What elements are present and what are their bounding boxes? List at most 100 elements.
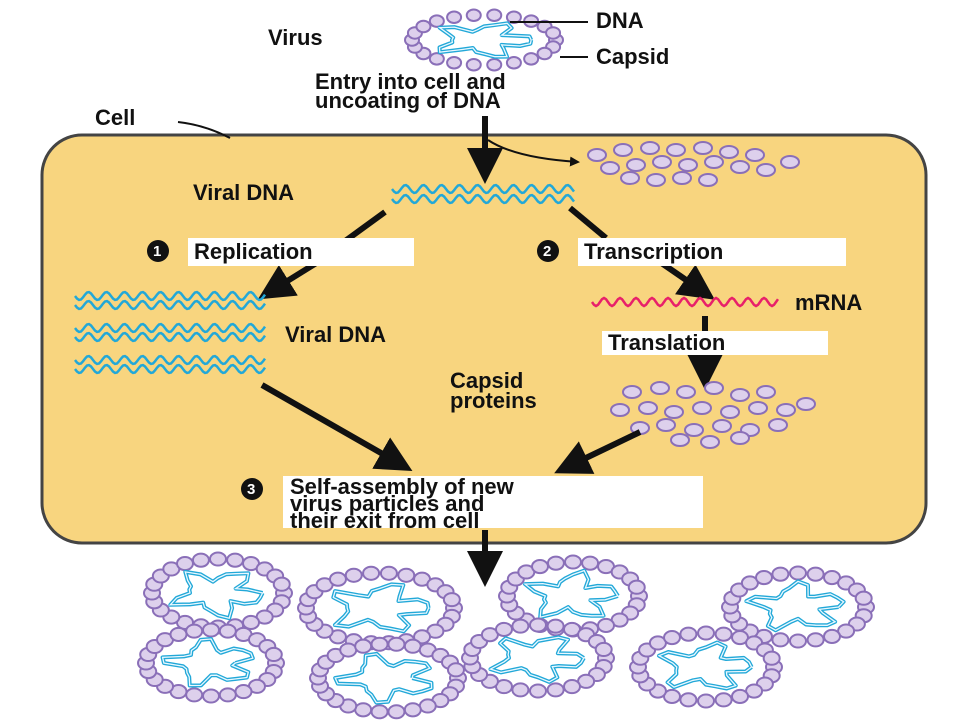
capsid-subunit [771,566,790,582]
capsid-subunit [397,567,416,583]
released-capsomere [666,143,686,157]
virus-dna-highlight [437,22,532,58]
released-capsomere [672,171,692,185]
capsid-subunit [762,650,781,666]
capsid-subunit [486,8,503,22]
capsid-subunit [679,626,698,642]
virus-particle [143,551,293,635]
virus-dna [657,640,754,691]
replication-branch-arrow-lower [257,259,320,300]
virus-particle [297,565,463,651]
step-2-number: 2 [543,243,551,260]
released-capsomere [587,148,607,162]
capsid-subunit [226,552,245,568]
dna-label: DNA [596,8,644,33]
step-1-box [188,238,414,266]
capsid-subunit [697,693,715,709]
translation-label: Translation [608,330,725,355]
capsid-subunit [339,642,358,658]
released-capsomeres [587,141,800,187]
capsid-subunit [854,590,873,606]
capsid-subunit [442,592,461,608]
capsid-subunit [446,10,463,24]
translation-box [602,331,828,355]
released-capsomere [756,163,776,177]
new-virus-particles [137,551,875,720]
step-2-box [578,238,846,266]
capsid-subunit [191,552,210,568]
step-2-label: Transcription [584,239,723,264]
capsid-protein [700,435,720,449]
capsid-protein [730,388,750,402]
capsid-protein [796,397,816,411]
capsid-protein [650,381,670,395]
capsid-subunit [546,555,565,571]
capsid-protein [692,401,712,415]
virus-dna-highlight [657,641,753,690]
dna-copy-1-strand-a [74,290,267,302]
viral-dna-mid-label: Viral DNA [285,322,386,347]
capsid-subunit [536,46,553,61]
capsid-protein [676,385,696,399]
released-capsomere [745,148,765,162]
capsid-protein [656,418,676,432]
capsid-subunit [354,638,373,654]
capsid-subunit [446,662,465,678]
step-3-number: 3 [247,481,255,498]
capsid-subunit [755,569,773,586]
step-2-badge [537,240,559,262]
capsid-subunit [505,56,522,70]
released-capsomere [626,158,646,172]
capsid-subunit [486,58,503,72]
capsid-subunit [403,638,422,654]
capsid-subunit [627,579,646,595]
capsid-subunit [209,551,227,567]
virus-dna-highlight [168,571,264,619]
capsid-label: Capsid [596,44,669,69]
capsid-protein [684,423,704,437]
mrna-label: mRNA [795,290,862,315]
mrna-wave [590,296,780,308]
virus-dna-highlight [161,638,254,687]
capsid-subunit [806,632,825,648]
capsid-subunit [495,621,513,637]
step-3-line1: Self-assembly of new [290,474,515,499]
dna-strand-b [391,193,575,205]
capsid-subunit [597,617,615,634]
capsid-subunit [714,692,733,708]
virus-particle [309,636,467,720]
virus-particle [404,8,564,72]
capsid-subunit [328,571,347,587]
virus-label: Virus [268,25,323,50]
capsid-protein [638,401,658,415]
capsid-subunit [415,19,432,34]
capsid-subunit [564,554,582,570]
capsid-subunit [697,625,715,641]
capsid-protein [664,405,684,419]
capsid-subunit [806,566,825,582]
released-capsomere [730,160,750,174]
assembly-arrow-from-dna [260,382,413,471]
capsid-protein [720,405,740,419]
virus-particle [721,565,875,649]
capsid-subunit [370,704,389,720]
released-capsomere [704,155,724,169]
virus-particle [629,625,783,709]
capsid-protein [610,403,630,417]
capsid-subunit [546,682,565,698]
mrna-strand [590,296,780,308]
capsid-subunit [387,704,406,720]
released-capsomere [780,155,800,169]
virus-dna-highlight [488,636,585,683]
capsid-subunit [823,628,841,645]
entry-label-line2: uncoating of DNA [315,88,501,113]
capsid-protein [768,418,788,432]
capsid-subunit [511,682,530,698]
capsid-subunit [789,633,807,649]
dna-copy-1-strand-b [74,299,267,311]
capsid-subunit [272,576,291,592]
capsid-subunit [563,679,581,695]
released-capsomere [646,173,666,187]
step-1-badge [147,240,169,262]
